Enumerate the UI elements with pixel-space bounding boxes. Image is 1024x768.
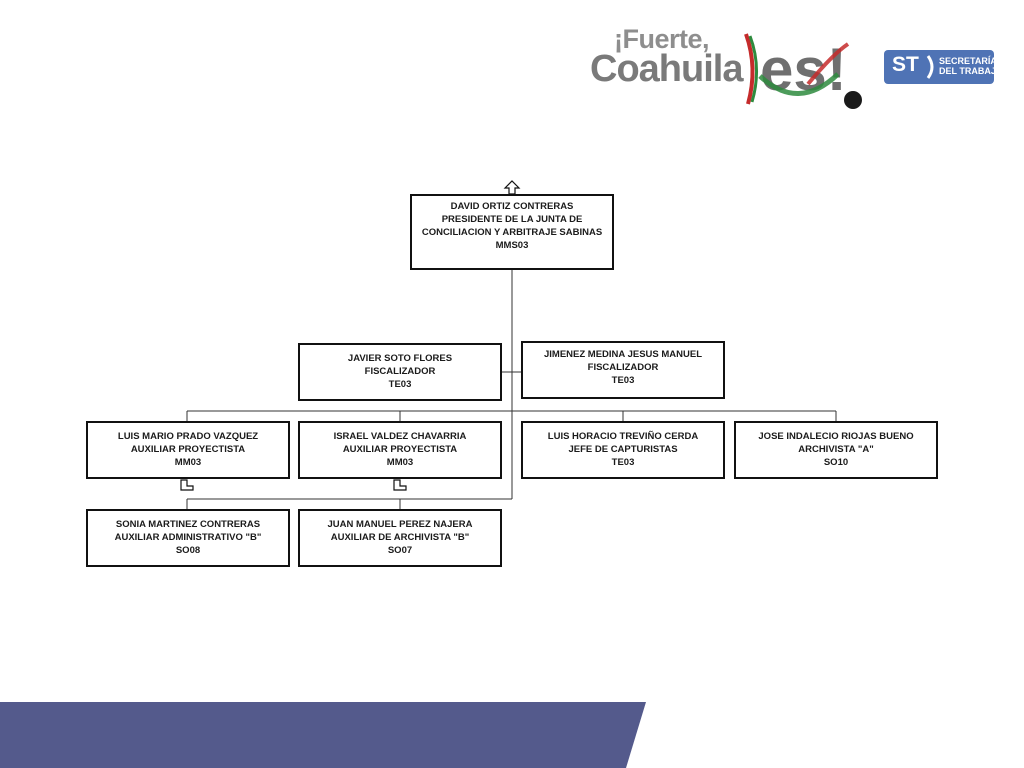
node-title: JEFE DE CAPTURISTAS bbox=[568, 444, 678, 455]
badge-text: SECRETARÍA DEL TRABAJO bbox=[939, 56, 994, 76]
node-title: AUXILIAR PROYECTISTA bbox=[130, 444, 246, 455]
org-node-fiscalizador-right[interactable]: JIMENEZ MEDINA JESUS MANUEL FISCALIZADOR… bbox=[521, 341, 725, 399]
node-code: MM03 bbox=[174, 457, 202, 468]
node-title: AUXILIAR PROYECTISTA bbox=[342, 444, 458, 455]
org-node-presidente[interactable]: DAVID ORTIZ CONTRERAS PRESIDENTE DE LA J… bbox=[410, 194, 614, 270]
node-title: FISCALIZADOR bbox=[587, 362, 659, 373]
node-code: TE03 bbox=[611, 375, 635, 386]
org-node-auxiliar-proyectista-1[interactable]: LUIS MARIO PRADO VAZQUEZ AUXILIAR PROYEC… bbox=[86, 421, 290, 479]
fuerte-coahuila-logo: ¡Fuerte, Coahuila es! ST SECRETARÍA DEL … bbox=[588, 24, 998, 112]
org-node-jefe-capturistas[interactable]: LUIS HORACIO TREVIÑO CERDA JEFE DE CAPTU… bbox=[521, 421, 725, 479]
node-name: JOSE INDALECIO RIOJAS BUENO bbox=[758, 431, 914, 442]
node-title: AUXILIAR ADMINISTRATIVO "B" bbox=[114, 532, 262, 543]
org-node-auxiliar-archivista[interactable]: JUAN MANUEL PEREZ NAJERA AUXILIAR DE ARC… bbox=[298, 509, 502, 567]
node-name: JUAN MANUEL PEREZ NAJERA bbox=[327, 519, 473, 530]
org-node-auxiliar-proyectista-2[interactable]: ISRAEL VALDEZ CHAVARRIA AUXILIAR PROYECT… bbox=[298, 421, 502, 479]
node-name: DAVID ORTIZ CONTRERAS bbox=[450, 201, 574, 212]
collapse-down-icon bbox=[393, 479, 407, 491]
badge-line-2: DEL TRABAJO bbox=[939, 66, 994, 76]
node-code: TE03 bbox=[388, 379, 412, 390]
badge-separator-icon bbox=[926, 55, 934, 79]
badge-initials: ST bbox=[892, 53, 919, 76]
node-name: ISRAEL VALDEZ CHAVARRIA bbox=[333, 431, 467, 442]
badge-line-1: SECRETARÍA bbox=[939, 56, 994, 66]
org-node-fiscalizador-left[interactable]: JAVIER SOTO FLORES FISCALIZADOR TE03 bbox=[298, 343, 502, 401]
logo-tagline: ¡Fuerte, bbox=[614, 24, 710, 54]
node-code: TE03 bbox=[611, 457, 635, 468]
node-title: AUXILIAR DE ARCHIVISTA "B" bbox=[330, 532, 470, 543]
node-title: PRESIDENTE DE LA JUNTA DE CONCILIACION Y… bbox=[421, 214, 603, 238]
node-code: MMS03 bbox=[495, 240, 529, 251]
node-name: JIMENEZ MEDINA JESUS MANUEL bbox=[544, 349, 702, 360]
node-name: JAVIER SOTO FLORES bbox=[347, 353, 453, 364]
node-title: ARCHIVISTA "A" bbox=[798, 444, 874, 455]
node-name: SONIA MARTINEZ CONTRERAS bbox=[115, 519, 261, 530]
node-code: MM03 bbox=[386, 457, 414, 468]
logo-state-name: Coahuila bbox=[590, 48, 743, 90]
expand-up-icon bbox=[503, 180, 521, 195]
node-name: LUIS HORACIO TREVIÑO CERDA bbox=[547, 431, 699, 442]
org-node-archivista-a[interactable]: JOSE INDALECIO RIOJAS BUENO ARCHIVISTA "… bbox=[734, 421, 938, 479]
secretaria-trabajo-badge: ST SECRETARÍA DEL TRABAJO bbox=[884, 50, 994, 84]
node-title: FISCALIZADOR bbox=[364, 366, 436, 377]
node-code: SO08 bbox=[175, 545, 201, 556]
node-code: SO07 bbox=[387, 545, 413, 556]
collapse-down-icon bbox=[180, 479, 194, 491]
node-name: LUIS MARIO PRADO VAZQUEZ bbox=[117, 431, 259, 442]
node-code: SO10 bbox=[823, 457, 849, 468]
footer-band bbox=[0, 702, 646, 768]
logo-es-mark: es! bbox=[744, 33, 862, 109]
org-node-auxiliar-administrativo[interactable]: SONIA MARTINEZ CONTRERAS AUXILIAR ADMINI… bbox=[86, 509, 290, 567]
